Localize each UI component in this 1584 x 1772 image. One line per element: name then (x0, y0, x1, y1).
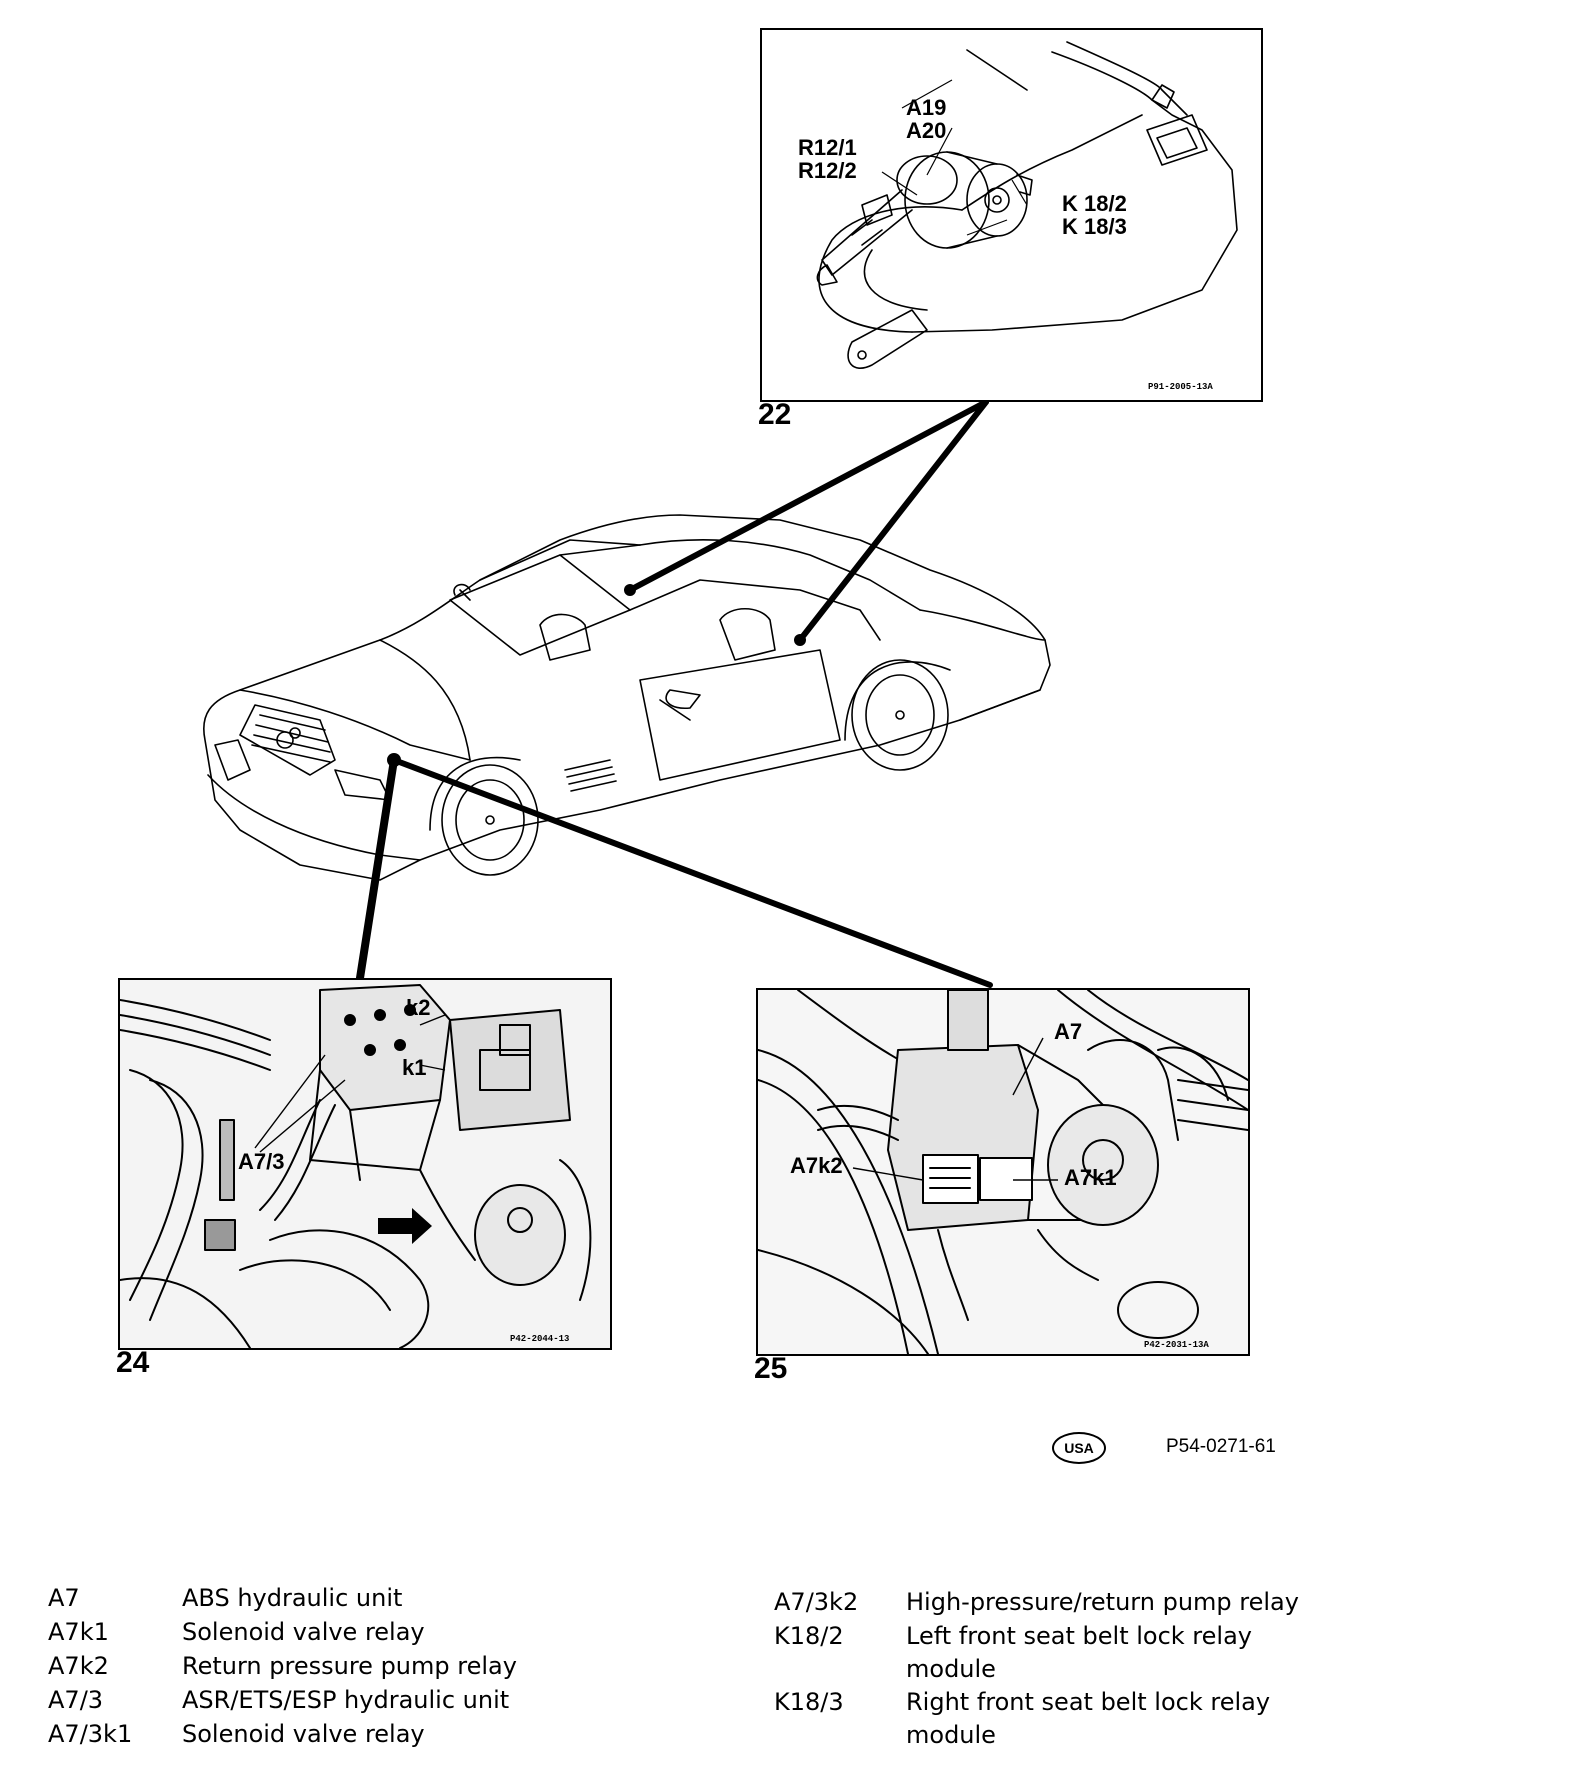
usa-badge: USA (1052, 1432, 1106, 1464)
callout-a7k1: A7k1 (1064, 1165, 1117, 1190)
legend-code: A7k1 (48, 1618, 109, 1646)
seat-belt-lock-illustration (816, 41, 1238, 369)
legend-desc: ABS hydraulic unit (182, 1584, 403, 1612)
callout-a19-a20: A19 A20 (906, 95, 947, 144)
callout-k2: k2 (406, 995, 431, 1020)
legend-desc: Solenoid valve relay (182, 1720, 425, 1748)
legend-code: A7/3k1 (48, 1720, 133, 1748)
figure-24-number: 24 (116, 1346, 150, 1379)
callout-a7-3: A7/3 (238, 1149, 285, 1174)
figure-25-number: 25 (754, 1352, 788, 1385)
legend-code: A7k2 (48, 1652, 109, 1680)
engine-bay-photo-24 (120, 984, 592, 1348)
legend-desc: ASR/ETS/ESP hydraulic unit (182, 1686, 510, 1714)
legend-code: K18/2 (774, 1622, 844, 1650)
legend-code: A7/3 (48, 1686, 104, 1714)
legend-desc: Right front seat belt lock relay module (906, 1688, 1271, 1749)
document-reference: P54-0271-61 (1166, 1436, 1276, 1457)
figure-24-panel: k2 k1 A7/3 P42-2044-13 (118, 978, 612, 1350)
figure-22-ref-code: P91-2005-13A (1148, 382, 1213, 392)
legend-desc: High-pressure/return pump relay (906, 1588, 1299, 1616)
legend-code: A7 (48, 1584, 80, 1612)
figure-25-ref-code: P42-2031-13A (1144, 1340, 1209, 1350)
figure-22-panel: A19 A20 R12/1 R12/2 K 18/2 K 18/3 P91-20… (760, 28, 1263, 402)
callout-r12-1-r12-2: R12/1 R12/2 (798, 135, 857, 184)
figure-22-number: 22 (758, 398, 792, 431)
figure-24-ref-code: P42-2044-13 (510, 1334, 570, 1344)
legend-code: K18/3 (774, 1688, 844, 1716)
callout-a7k2: A7k2 (790, 1153, 843, 1178)
abs-unit-photo-25 (758, 990, 1248, 1354)
legend-desc: Left front seat belt lock relay module (906, 1622, 1252, 1683)
legend-desc: Solenoid valve relay (182, 1618, 425, 1646)
legend-desc: Return pressure pump relay (182, 1652, 517, 1680)
callout-a7: A7 (1054, 1019, 1083, 1044)
callout-k1: k1 (402, 1055, 427, 1080)
legend-code: A7/3k2 (774, 1588, 859, 1616)
callout-k18-2-k18-3: K 18/2 K 18/3 (1062, 191, 1127, 240)
figure-25-panel: A7 A7k2 A7k1 P42-2031-13A (756, 988, 1250, 1356)
